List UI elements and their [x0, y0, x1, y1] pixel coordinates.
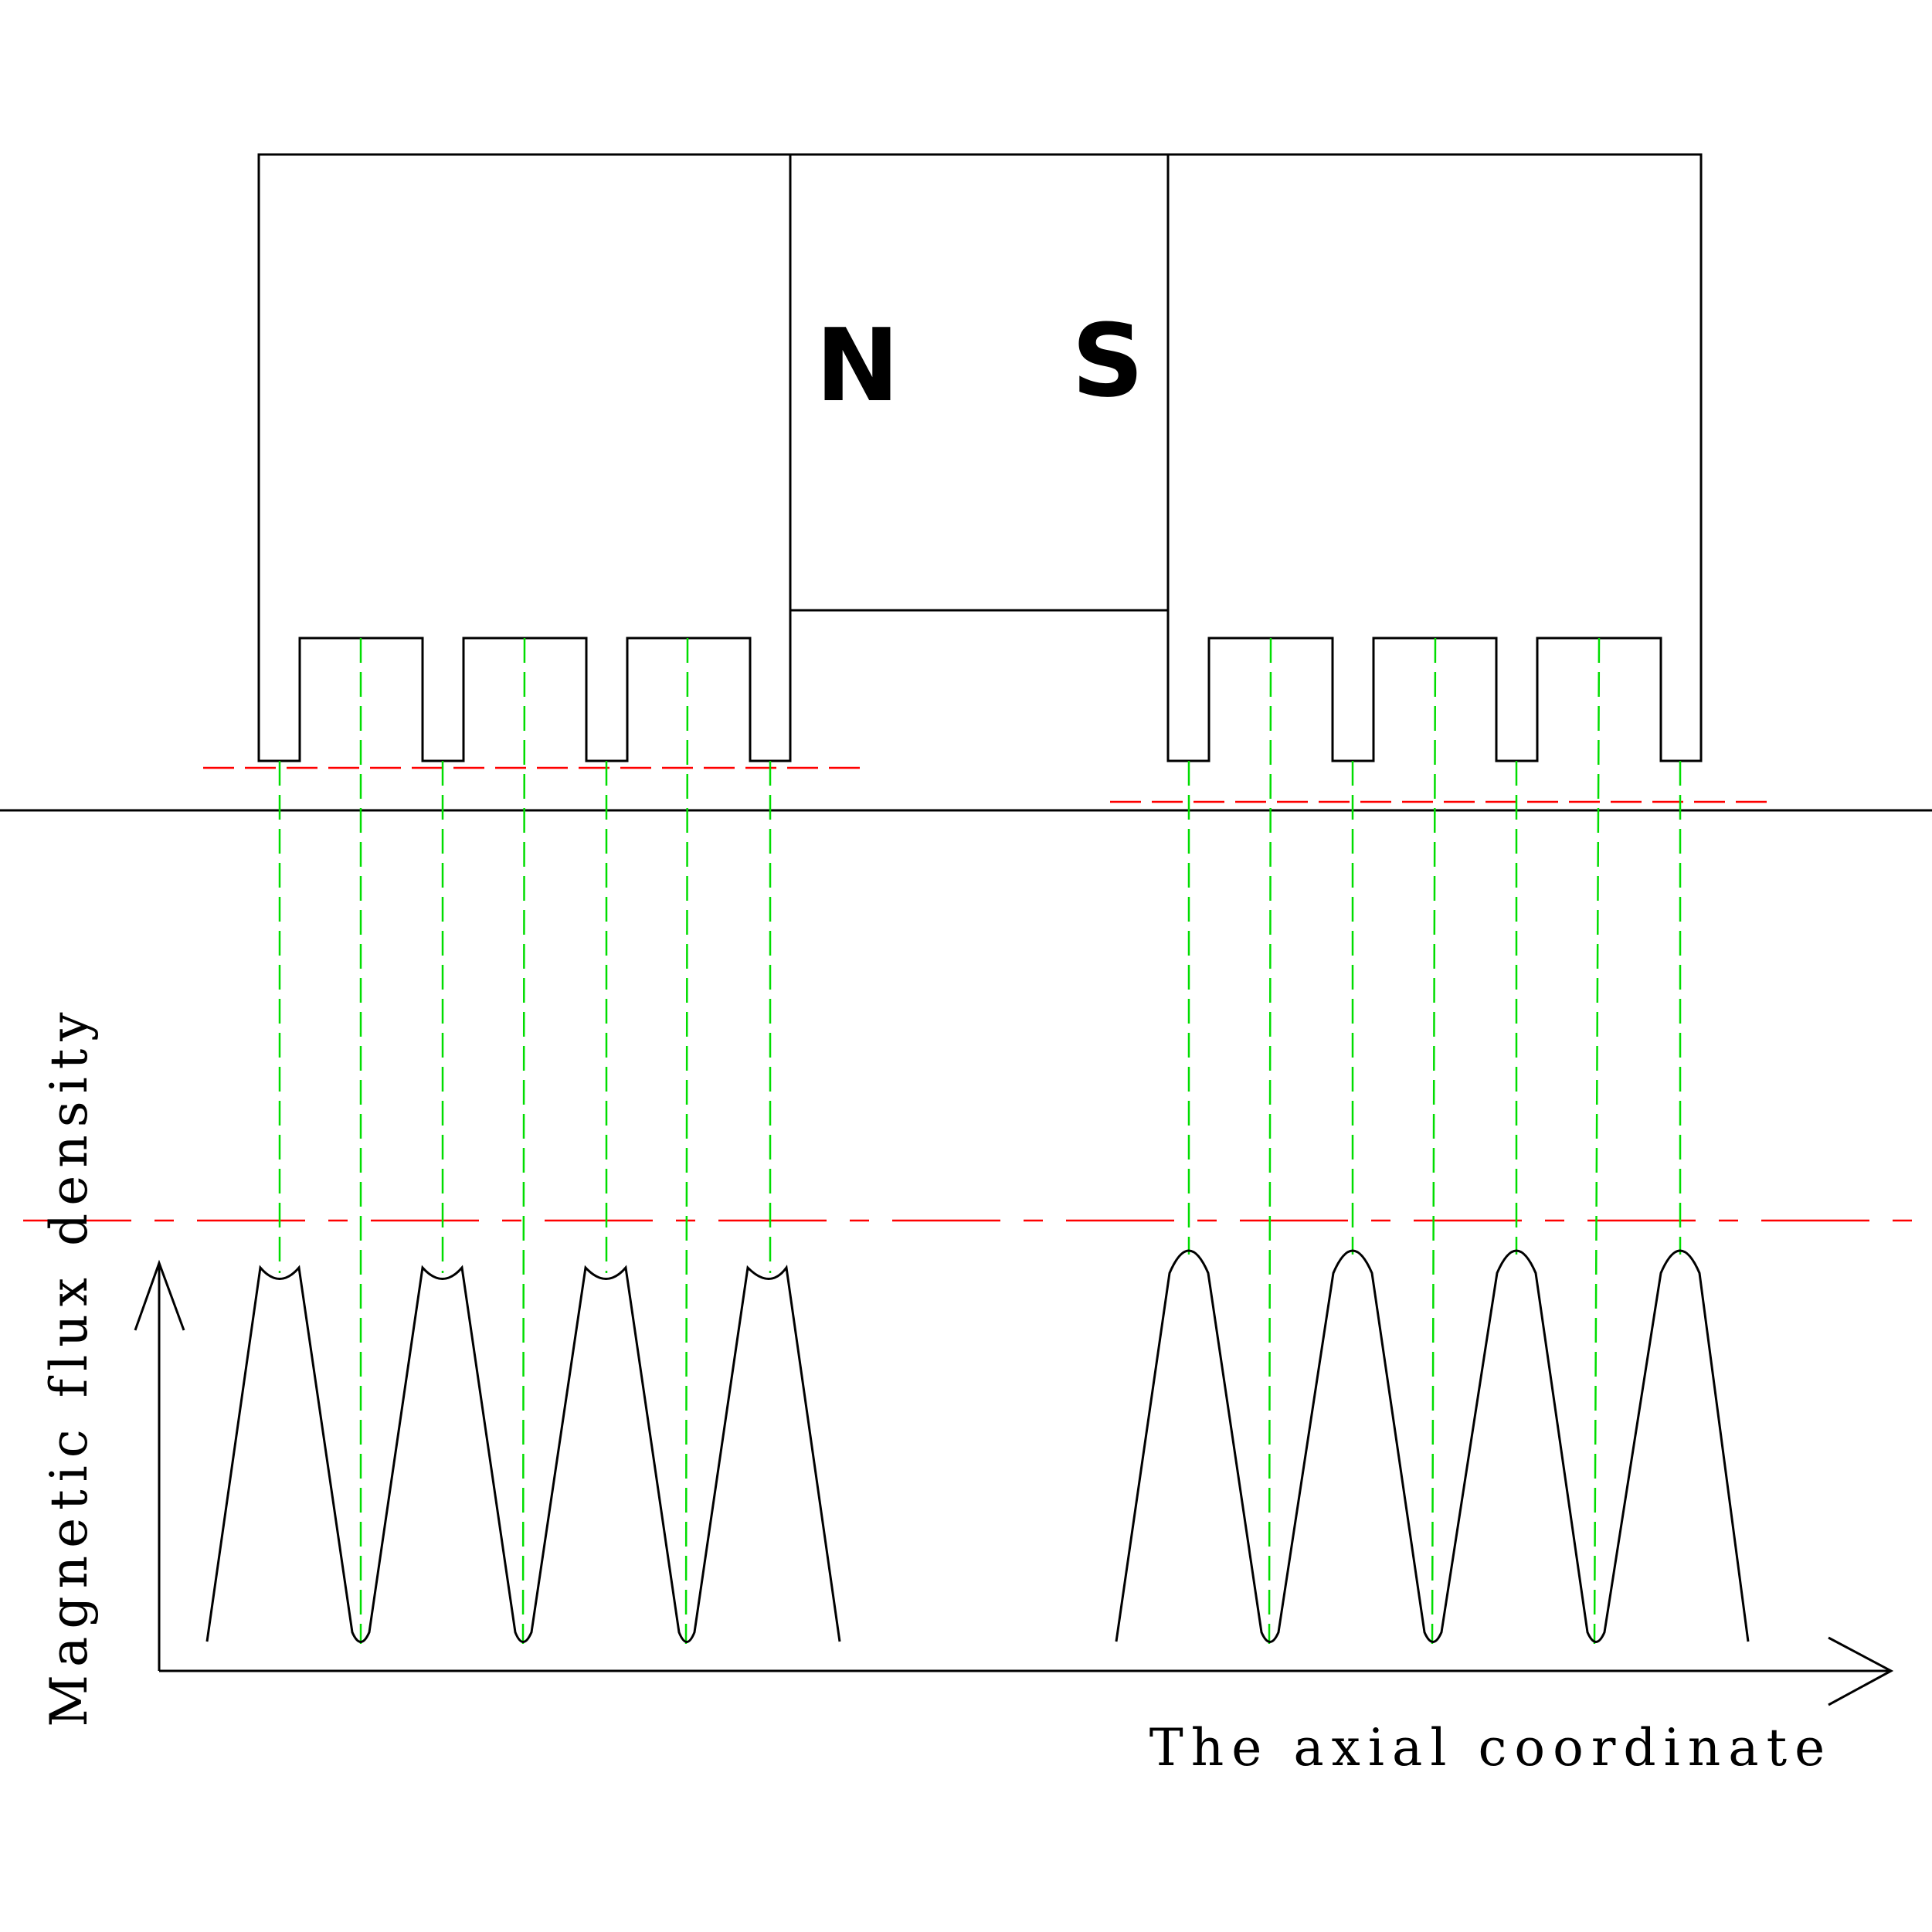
- alignment-line: [1593, 637, 1601, 1645]
- alignment-line: [684, 637, 689, 1645]
- y-axis-label: Magnetic flux density: [39, 1004, 99, 1727]
- left-waveform: [205, 1265, 841, 1643]
- flux-density-waveform: [205, 1249, 1750, 1643]
- right-waveform: [1115, 1249, 1750, 1643]
- alignment-line: [1268, 637, 1272, 1645]
- south-pole-label: S: [1071, 302, 1144, 419]
- north-pole-label: N: [816, 307, 900, 424]
- reference-lines: [23, 766, 1932, 1222]
- y-axis-arrowhead: [134, 1259, 185, 1331]
- alignment-lines: [278, 637, 1682, 1645]
- x-axis-label: The axial coordinate: [1149, 1718, 1832, 1778]
- x-axis-arrowhead: [1828, 1636, 1894, 1706]
- magnet-assembly: [0, 153, 1932, 812]
- alignment-line: [521, 637, 526, 1645]
- right-pole-piece: [1166, 153, 1703, 762]
- alignment-line: [1431, 637, 1437, 1645]
- plot-axes: [134, 1259, 1894, 1706]
- left-pole-piece: [257, 153, 792, 762]
